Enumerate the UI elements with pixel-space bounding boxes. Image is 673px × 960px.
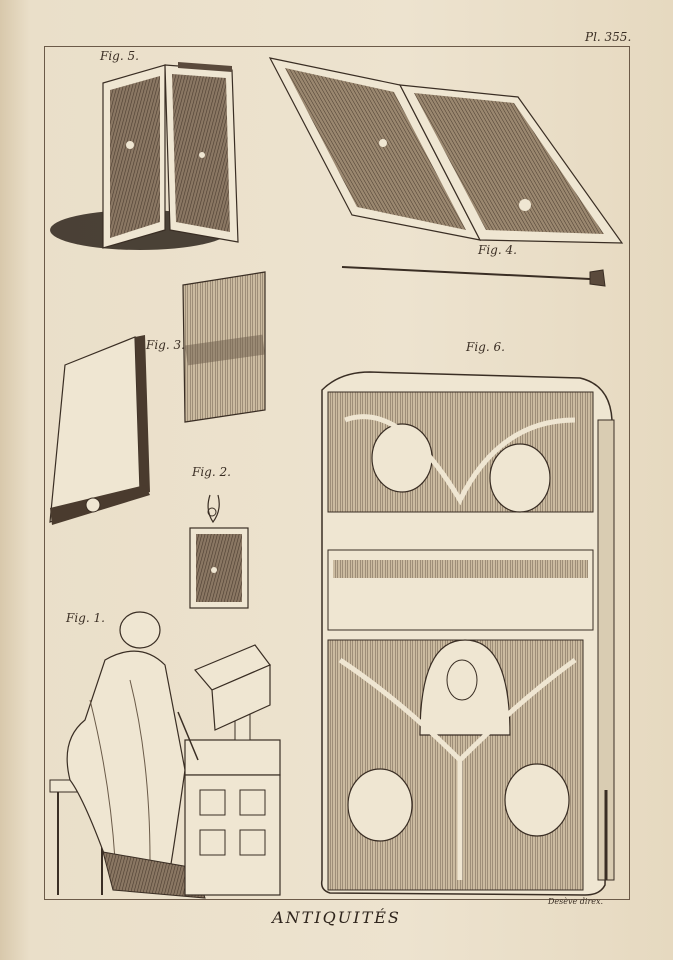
fig3-tablets [49,271,266,525]
engraver-credit: Desève direx. [548,897,604,906]
fig1-seated-scribe [49,611,281,899]
fig2-label: Fig. 2. [192,465,231,479]
fig1-label: Fig. 1. [66,611,105,625]
fig5-label: Fig. 5. [100,49,139,63]
plate-border [44,46,630,900]
fig6-ornate-case [320,371,615,896]
fig5-diptych [50,62,239,250]
fig2-hanging-tablet [189,494,249,609]
fig6-label: Fig. 6. [466,340,505,354]
fig3-label: Fig. 3. [146,338,185,352]
fig4-open-tablet [268,57,624,287]
fig4-label: Fig. 4. [478,243,517,257]
plate-caption: ANTIQUITÉS [272,908,401,927]
plate-number: Pl. 355. [585,30,632,44]
